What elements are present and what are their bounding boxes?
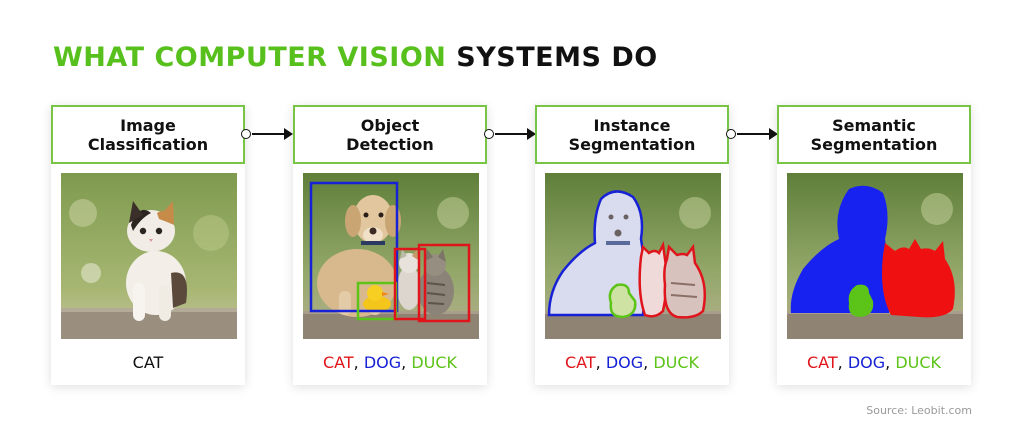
semantic-labels: CAT, DOG, DUCK bbox=[777, 353, 971, 372]
page-title: WHAT COMPUTER VISION SYSTEMS DO bbox=[53, 42, 658, 73]
label-cat: CAT bbox=[564, 353, 596, 372]
label-dog: DOG bbox=[847, 353, 886, 372]
label-duck: DUCK bbox=[895, 353, 942, 372]
card-title: Image Classification bbox=[51, 105, 245, 164]
detection-labels: CAT, DOG, DUCK bbox=[293, 353, 487, 372]
title-rest: SYSTEMS DO bbox=[456, 42, 658, 73]
label-separator: , bbox=[353, 353, 359, 372]
label-separator: , bbox=[595, 353, 601, 372]
label-dog: DOG bbox=[363, 353, 402, 372]
label-separator: , bbox=[401, 353, 407, 372]
label-separator: , bbox=[643, 353, 649, 372]
classification-label: CAT bbox=[132, 353, 164, 372]
instance-labels: CAT, DOG, DUCK bbox=[535, 353, 729, 372]
semantic-segmentation-photo bbox=[787, 173, 963, 339]
instance-segmentation-photo bbox=[545, 173, 721, 339]
arrow-connector bbox=[241, 127, 293, 141]
title-highlight: WHAT COMPUTER VISION bbox=[53, 42, 447, 73]
source-credit: Source: Leobit.com bbox=[866, 404, 972, 417]
detection-photo bbox=[303, 173, 479, 339]
card-title: Instance Segmentation bbox=[535, 105, 729, 164]
card-instance-segmentation: Instance Segmentation bbox=[535, 105, 729, 385]
label-dog: DOG bbox=[605, 353, 644, 372]
card-image-classification: Image Classification bbox=[51, 105, 245, 385]
card-semantic-segmentation: Semantic Segmentation CAT, DOG, DUCK bbox=[777, 105, 971, 385]
arrow-connector bbox=[484, 127, 536, 141]
cat-photo bbox=[61, 173, 237, 339]
card-title: Object Detection bbox=[293, 105, 487, 164]
label-cat: CAT bbox=[322, 353, 354, 372]
arrow-connector bbox=[726, 127, 778, 141]
card-title: Semantic Segmentation bbox=[777, 105, 971, 164]
label-cat: CAT bbox=[806, 353, 838, 372]
label-duck: DUCK bbox=[411, 353, 458, 372]
card-object-detection: Object Detection bbox=[293, 105, 487, 385]
label-separator: , bbox=[837, 353, 843, 372]
label-duck: DUCK bbox=[653, 353, 700, 372]
label-separator: , bbox=[885, 353, 891, 372]
